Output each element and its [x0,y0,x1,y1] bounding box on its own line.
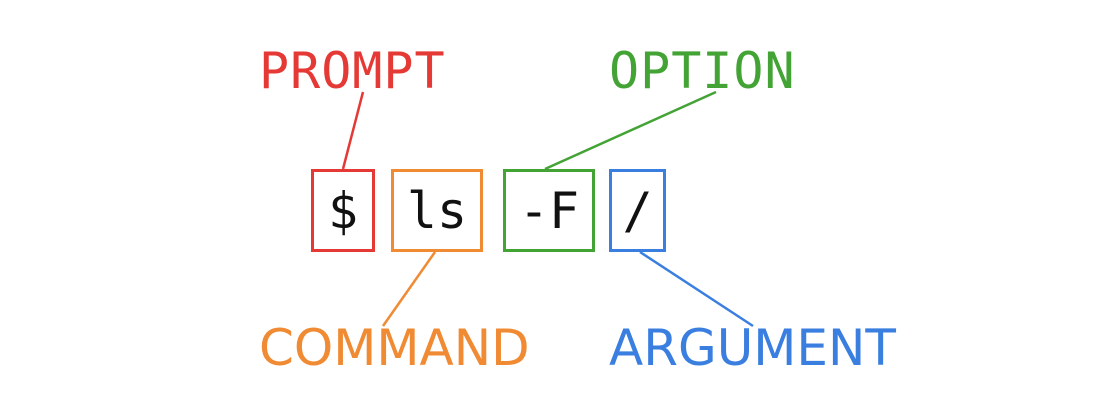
argument-token: / [622,181,653,240]
command-token-box: ls [391,169,483,252]
option-label: OPTION [609,42,796,100]
prompt-token-box: $ [311,169,375,252]
command-token: ls [406,181,468,240]
prompt-token: $ [327,181,359,240]
prompt-label: PROMPT [259,42,446,100]
argument-token-box: / [609,169,666,252]
prompt-connector [341,91,365,170]
argument-connector [639,250,754,328]
command-connector [381,251,437,327]
command-label: COMMAND [259,319,530,377]
option-connector [544,90,717,171]
option-token: -F [518,181,580,240]
option-token-box: -F [503,169,595,252]
argument-label: ARGUMENT [609,319,896,377]
